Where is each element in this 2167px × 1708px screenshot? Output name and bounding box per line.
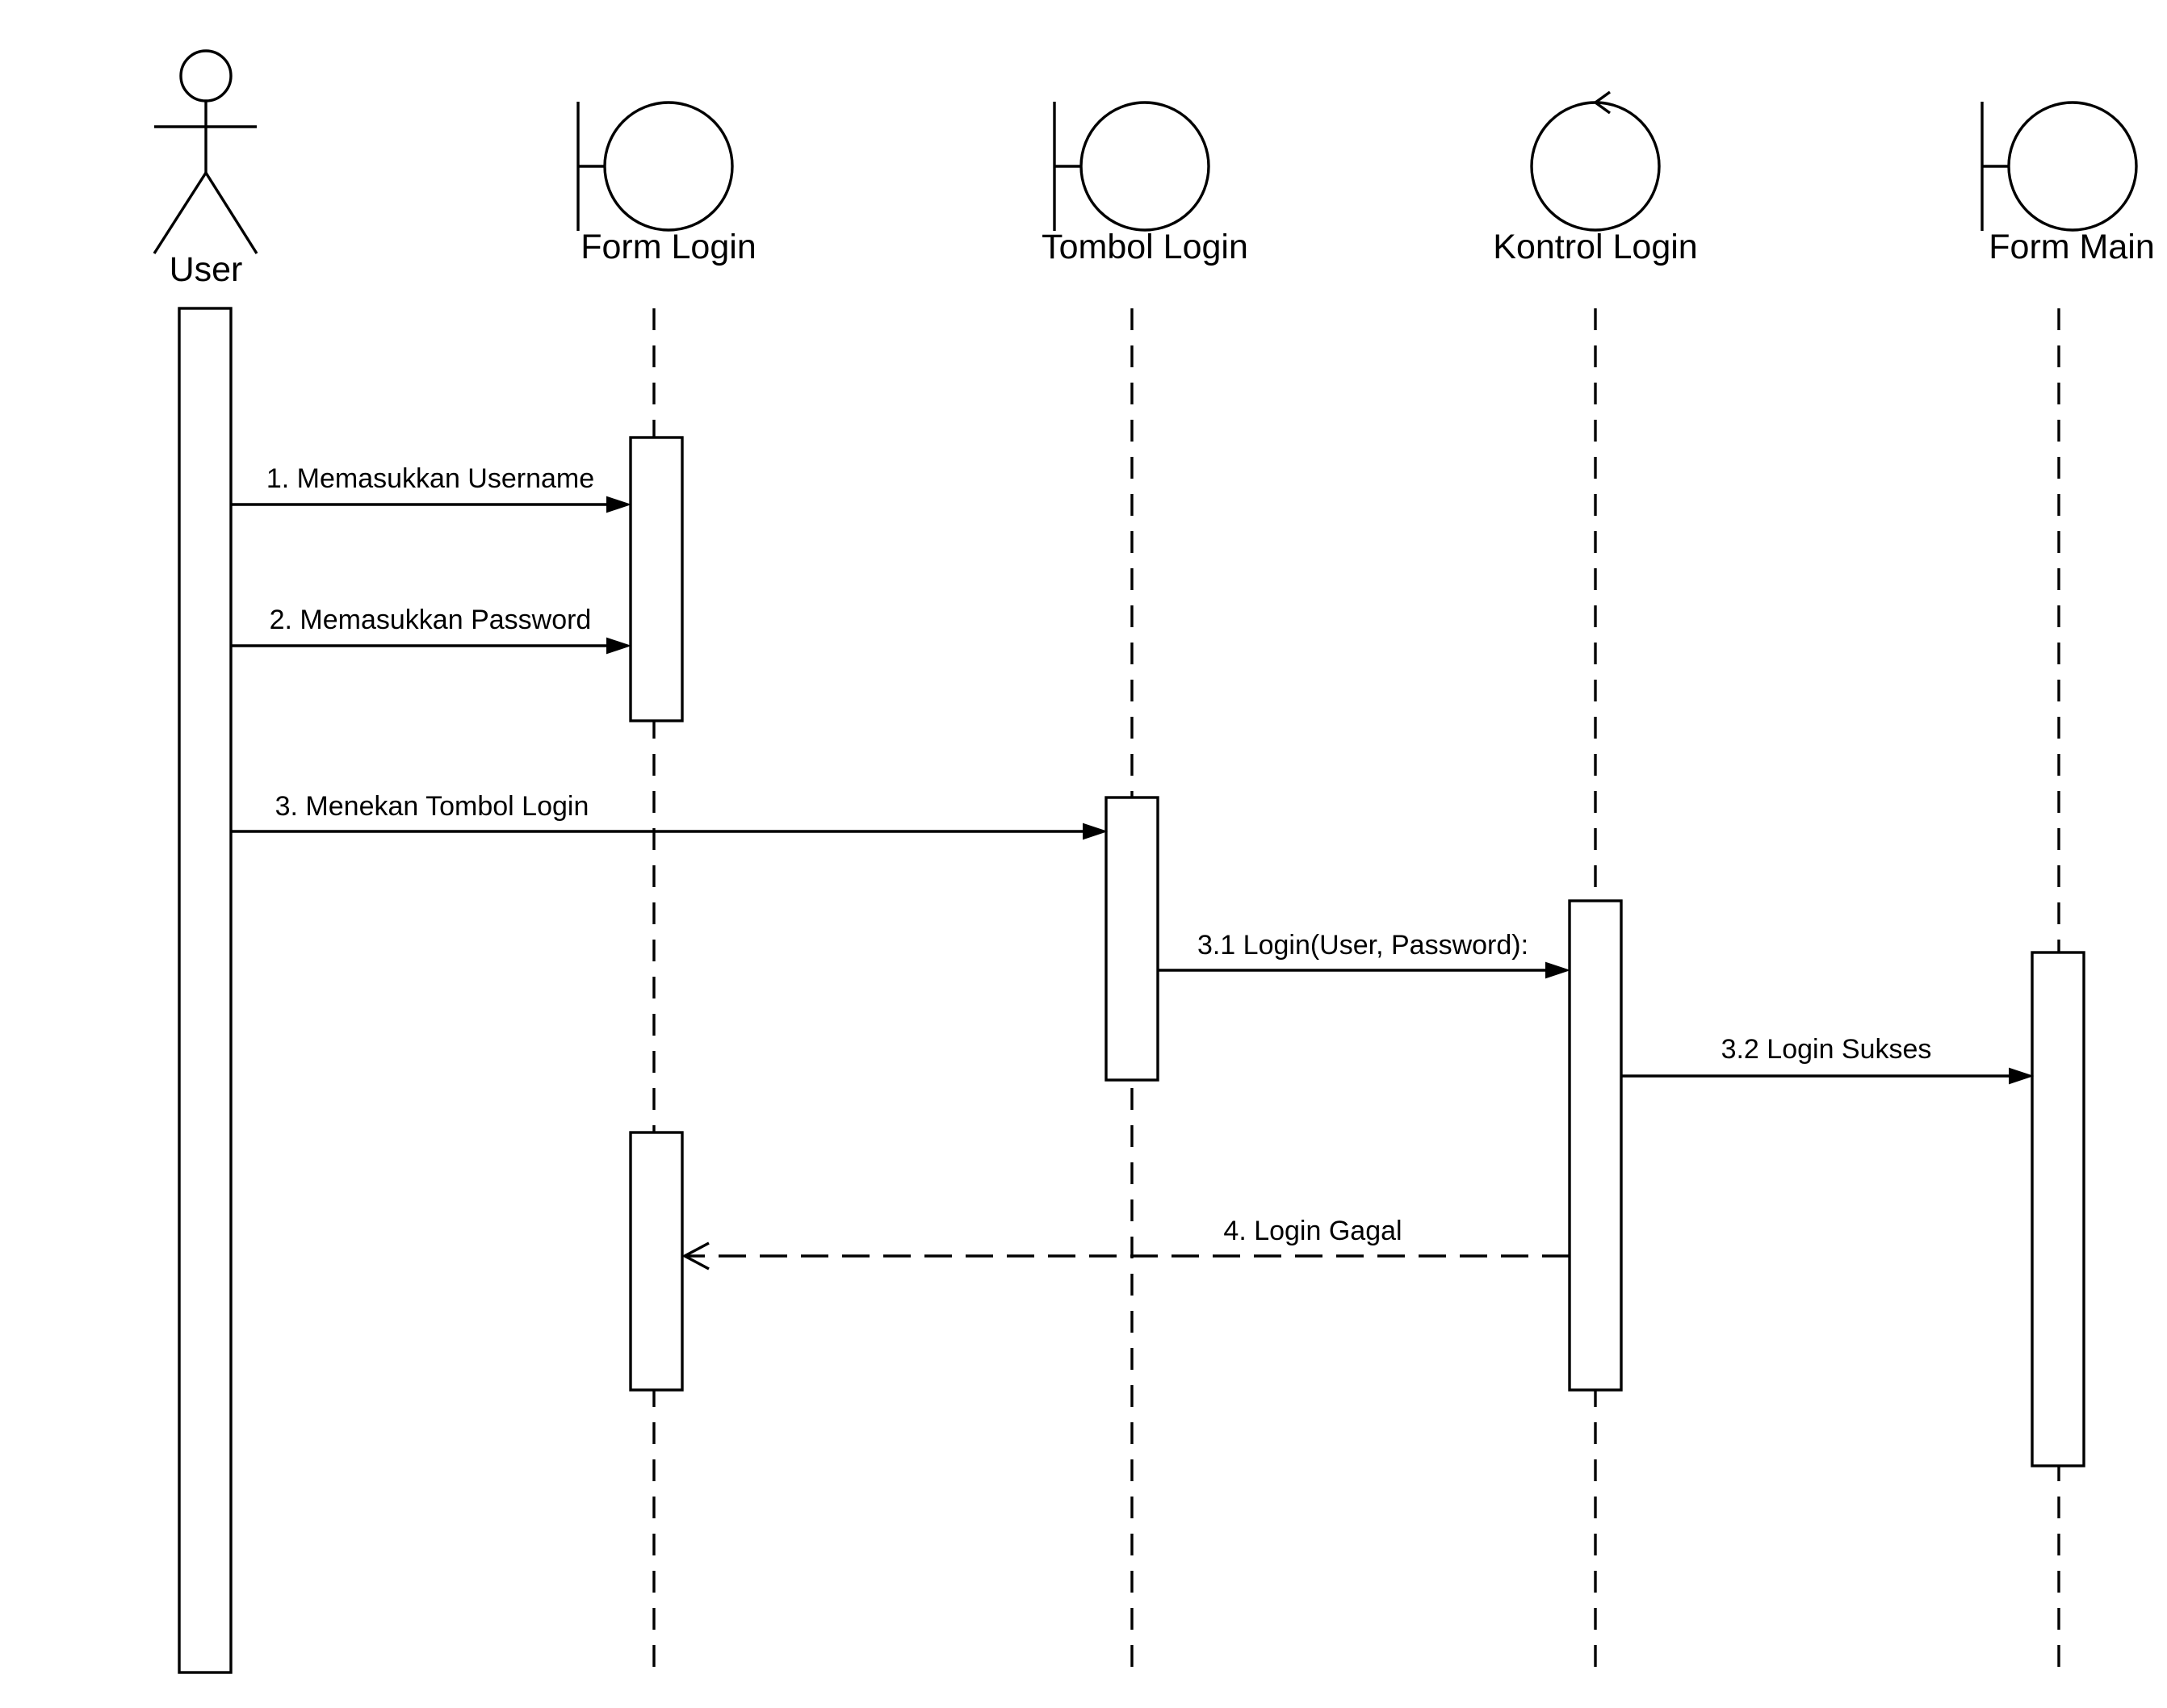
message-label: 3. Menekan Tombol Login [275,791,589,822]
boundary-icon [1053,101,1210,232]
activation-bar-form-main [2031,951,2085,1467]
message-4-login-gagal: 4. Login Gagal [681,1216,1570,1271]
participant-tombol-login: Tombol Login [1042,101,1248,1672]
message-1-memasukkan-username: 1. Memasukkan Username [231,463,632,513]
arrowhead-icon [606,637,632,655]
participant-name-tombol-login: Tombol Login [1042,228,1248,266]
participant-name-user: User [170,250,243,289]
arrowhead-icon [1545,961,1571,979]
actor-stick-figure-icon [153,49,258,254]
message-label: 4. Login Gagal [1223,1216,1402,1246]
message-3-2-login-sukses: 3.2 Login Sukses [1621,1034,2035,1085]
message-2-memasukkan-password: 2. Memasukkan Password [231,605,632,655]
activation-bar-form-login-input [629,436,684,722]
participant-user: User [153,49,258,1674]
participant-kontrol-login: Kontrol Login [1493,90,1698,1672]
participant-form-main: Form Main [1980,101,2155,1672]
arrowhead-icon [2009,1067,2035,1085]
open-arrowhead-icon [681,1241,710,1271]
activation-bar-tombol-login [1104,796,1159,1082]
activation-bar-user [178,307,233,1674]
message-label: 2. Memasukkan Password [270,605,592,635]
message-label: 3.1 Login(User, Password): [1197,930,1528,961]
message-3-1-login: 3.1 Login(User, Password): [1158,930,1571,979]
message-label: 1. Memasukkan Username [266,463,594,494]
participant-name-form-main: Form Main [1989,228,2154,266]
activation-bar-kontrol-login [1568,899,1623,1392]
participant-name-form-login: Form Login [581,228,756,266]
participant-form-login: Form Login [576,101,757,1672]
message-label: 3.2 Login Sukses [1721,1034,1932,1065]
control-icon [1530,90,1661,232]
participant-name-kontrol-login: Kontrol Login [1493,228,1697,266]
arrowhead-icon [1083,823,1109,840]
boundary-icon [1980,101,2138,232]
activation-bar-form-login-failed [629,1131,684,1392]
message-3-menekan-tombol-login: 3. Menekan Tombol Login [231,791,1109,840]
boundary-icon [576,101,734,232]
arrowhead-icon [606,496,632,513]
